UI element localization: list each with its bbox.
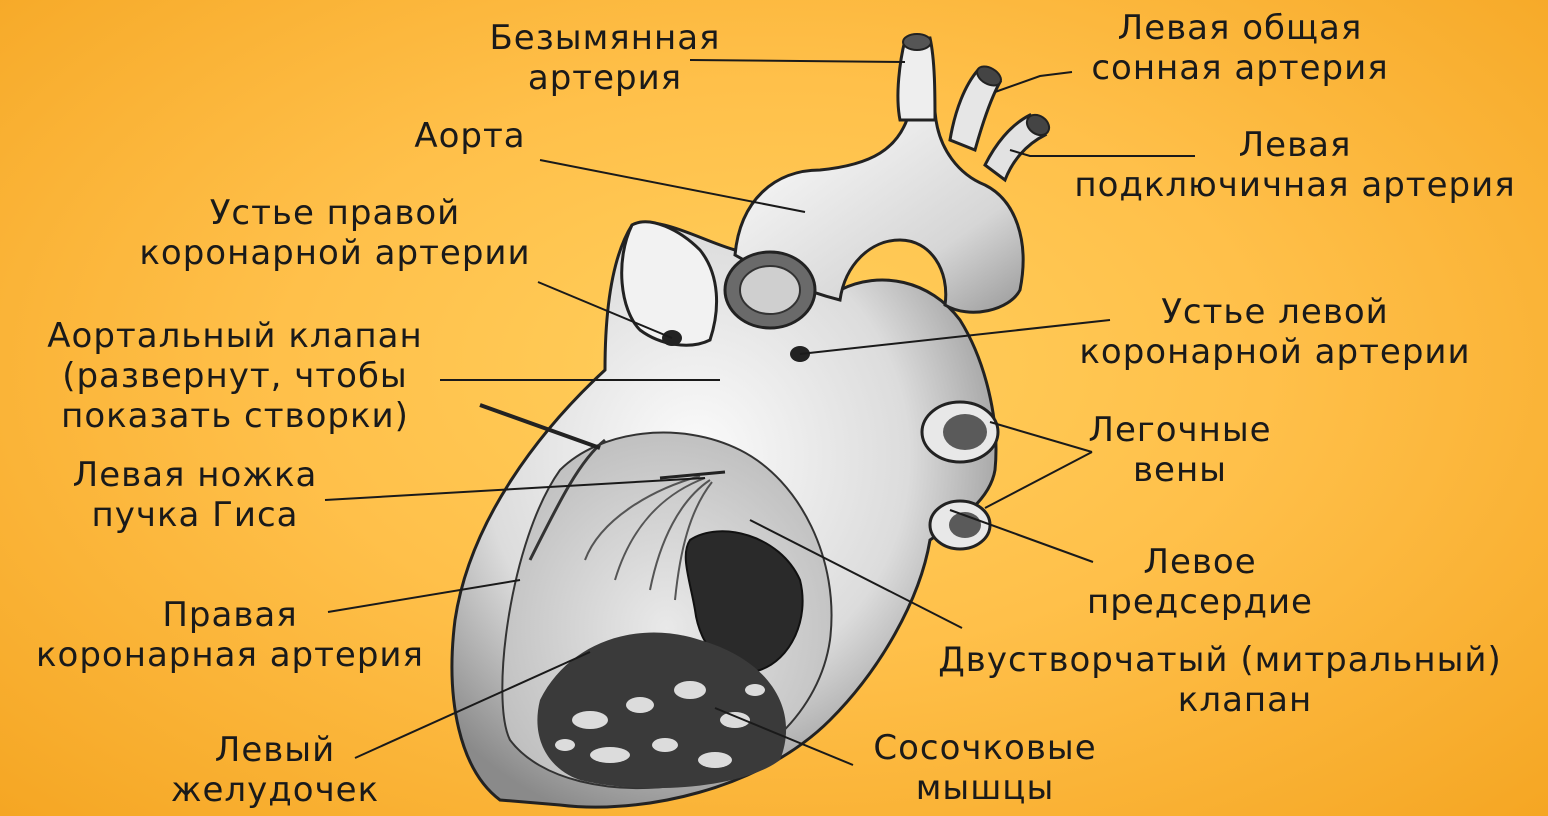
label-aorta: Аорта [400, 116, 540, 156]
label-left-coronary-ostium: Устье левой коронарной артерии [1050, 292, 1500, 372]
label-left-bundle-branch: Левая ножка пучка Гиса [55, 455, 335, 535]
label-right-coronary-artery: Правая коронарная артерия [10, 595, 450, 675]
label-pulmonary-veins: Легочные вены [1070, 410, 1290, 490]
label-left-subclavian: Левая подключичная артерия [1050, 125, 1540, 205]
label-mitral-valve: Двустворчатый (митральный) клапан [905, 640, 1535, 720]
label-aortic-valve: Аортальный клапан (развернут, чтобы пока… [25, 316, 445, 436]
label-papillary-muscles: Сосочковые мышцы [850, 728, 1120, 808]
label-left-ventricle: Левый желудочек [155, 730, 395, 810]
innominate-opening [903, 34, 931, 50]
label-right-coronary-ostium: Устье правой коронарной артерии [115, 193, 555, 273]
label-left-common-carotid: Левая общая сонная артерия [1065, 8, 1415, 88]
label-innominate-artery: Безымянная артерия [470, 18, 740, 98]
label-left-atrium: Левое предсердие [1080, 542, 1320, 622]
